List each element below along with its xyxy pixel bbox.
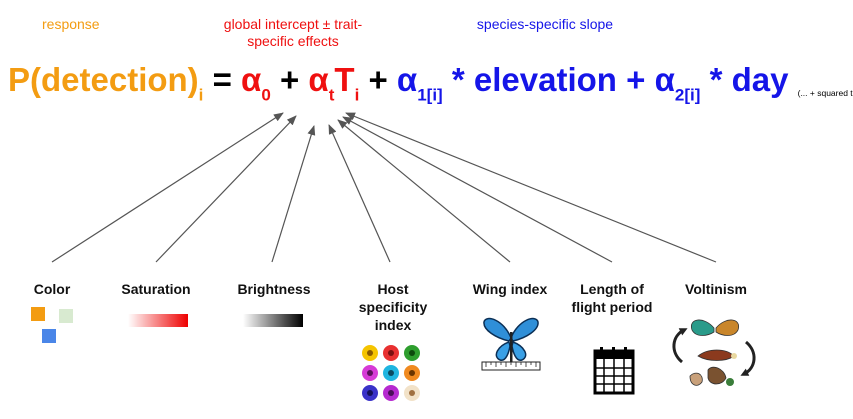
slope-caption: species-specific slope [476,16,614,32]
model-equation: P(detection)i = α0 + αtTi + α1[i] * elev… [8,56,853,119]
arrow-voltinism [345,112,717,263]
arrow-flight-period [342,116,613,263]
life-cycle-icon [672,319,756,386]
equals-sign: = [212,61,232,98]
trait-wing-index: Wing index [472,281,548,297]
squared-terms-note: (... + squared terms) [797,88,853,99]
trait-effect-term: αtTi [308,61,360,105]
color-swatches-icon [31,307,73,343]
response-caption: response [42,16,100,32]
arrow-host-specificity [328,124,391,263]
arrow-brightness [271,125,316,263]
day-slope-term: α2[i] * day [654,61,789,105]
arrow-wing-index [337,119,511,263]
alpha0-term: α0 [241,61,271,105]
trait-host-specificity: Host specificity index [358,281,428,333]
plus-sign: + [626,61,646,98]
trait-voltinism: Voltinism [685,281,747,297]
plus-sign: + [279,61,300,98]
trait-brightness: Brightness [237,281,311,297]
trait-color: Color [33,281,71,297]
elevation-slope-term: α1[i] * elevation [396,61,617,105]
saturation-gradient-icon [128,314,188,327]
flowers-grid-icon [362,345,420,401]
response-term: P(detection)i [8,61,204,105]
plus-sign: + [368,61,388,98]
trait-saturation: Saturation [121,281,191,297]
trait-flight-period: Length of flight period [571,281,653,315]
arrow-color [51,112,284,263]
butterfly-ruler-icon [481,317,541,371]
calendar-icon [593,347,635,395]
brightness-gradient-icon [243,314,303,327]
arrow-saturation [155,115,297,263]
intercept-caption: global intercept ± trait-specific effect… [223,16,363,49]
